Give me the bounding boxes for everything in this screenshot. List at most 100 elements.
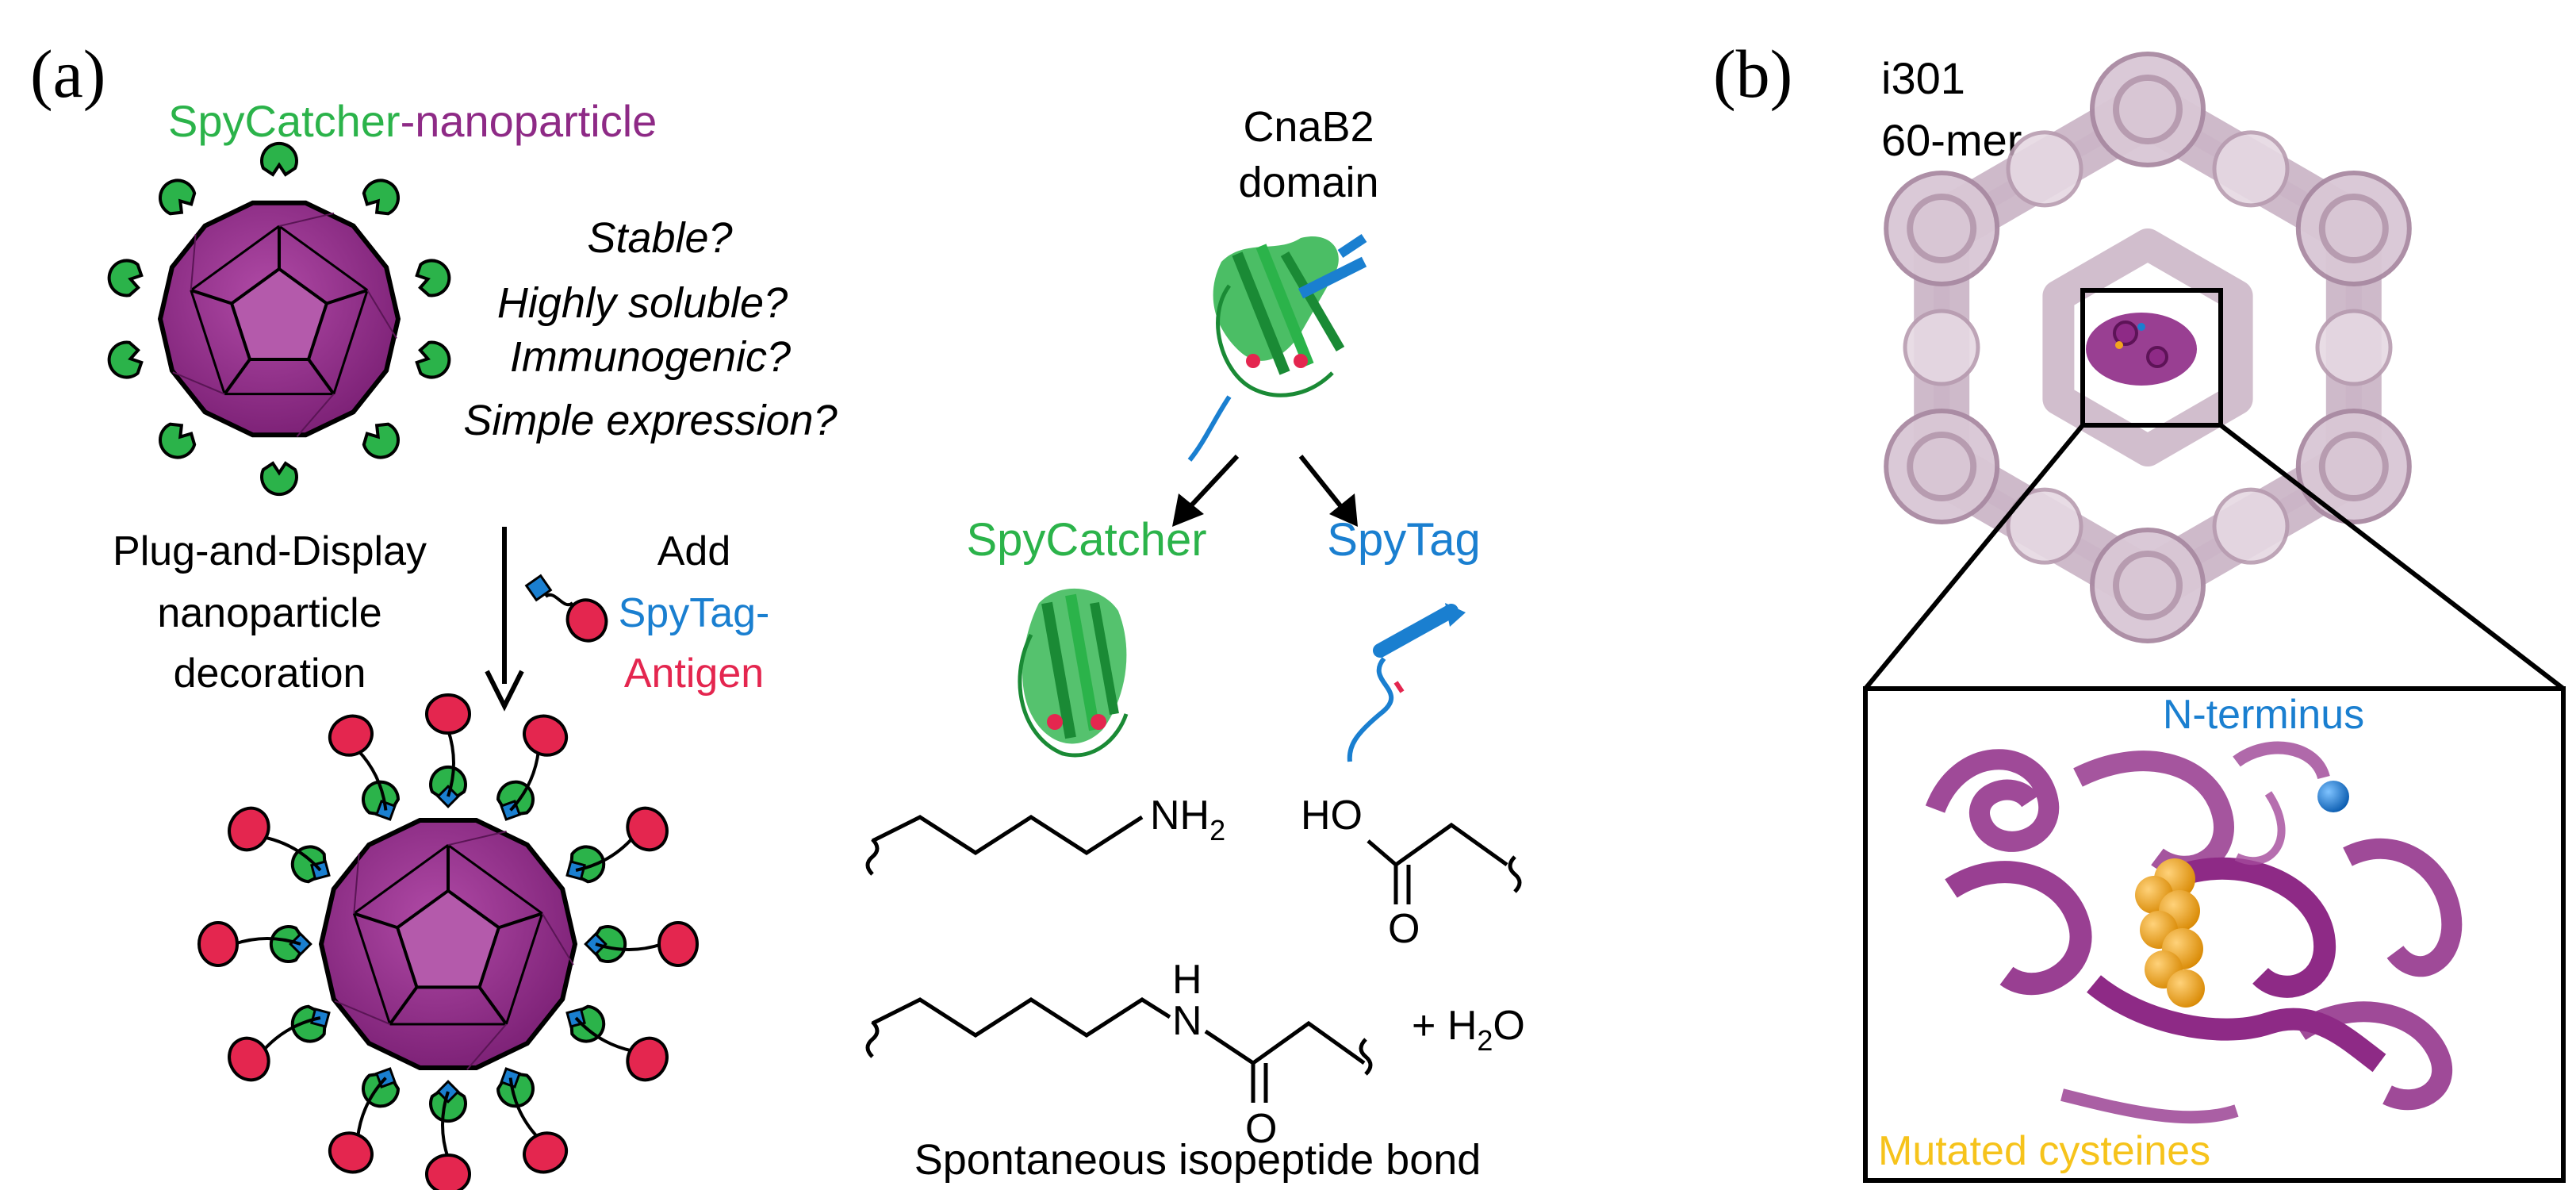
nanoparticle-title: SpyCatcher-nanoparticle — [168, 96, 657, 146]
spycatcher-site — [362, 422, 400, 459]
linker — [233, 937, 301, 946]
core-edge — [278, 225, 369, 292]
carbonyl-o-label: O — [1388, 906, 1420, 952]
panel-b-label: (b) — [1713, 36, 1792, 112]
spycatcher-site — [415, 259, 451, 298]
core-edge-fine — [466, 1023, 508, 1070]
core-edge — [447, 843, 543, 915]
question-expression: Simple expression? — [463, 397, 837, 444]
title-nanoparticle: -nanoparticle — [401, 96, 657, 146]
cage-vertex-ring — [2113, 75, 2183, 144]
core-edge — [332, 290, 369, 395]
spycatcher-cup — [290, 1004, 327, 1043]
cage-vertex-ring — [2113, 551, 2183, 620]
cnab2-line-2: domain — [1238, 159, 1378, 206]
cage-vertex-ring — [2318, 194, 2389, 263]
linker — [509, 750, 541, 812]
spycatcher-site — [415, 340, 451, 379]
cysteine-spheres — [2135, 858, 2205, 1008]
question-stable: Stable? — [587, 214, 732, 262]
spycatcher-cup — [260, 141, 298, 177]
core-edge — [477, 986, 508, 1026]
spycatcher-site — [429, 1088, 467, 1123]
spytag-ribbon — [1347, 603, 1466, 762]
spycatcher-cup — [429, 1088, 467, 1123]
spycatcher-cup — [415, 259, 451, 298]
n-terminus-label: N-terminus — [2163, 692, 2364, 738]
antigen — [626, 1036, 669, 1082]
spycatcher-cup — [592, 925, 627, 963]
spytag-antigen-glyph — [524, 574, 608, 643]
core-edge — [352, 912, 392, 1025]
title-spycatcher: SpyCatcher — [168, 96, 401, 146]
water-label: + H2O — [1412, 1003, 1525, 1057]
spycatcher-ribbon — [1018, 588, 1129, 758]
arrowhead-spytag — [1329, 493, 1358, 527]
cage-vertex-cluster — [2295, 409, 2412, 524]
i301-cage-structure — [1884, 52, 2412, 643]
core-edge — [190, 225, 280, 292]
spycatcher-label: SpyCatcher — [966, 514, 1206, 566]
cnab2-line-1: CnaB2 — [1243, 103, 1374, 151]
decoration-arrowhead — [485, 670, 524, 712]
core-edge — [326, 288, 368, 305]
core-edge — [307, 358, 335, 395]
question-immunogenic: Immunogenic? — [510, 333, 791, 381]
cage-vertex-cluster — [1884, 171, 2000, 286]
cage-vertex-ring — [2318, 432, 2389, 501]
cage-inner-ring — [2042, 228, 2253, 466]
linker — [355, 1077, 387, 1138]
core-edge-fine — [334, 1000, 391, 1025]
core-edge-fine — [278, 212, 335, 227]
antigen — [228, 1036, 270, 1082]
spycatcher-site — [159, 178, 197, 216]
spycatcher-cup — [362, 178, 400, 216]
spycatcher-site — [290, 1004, 327, 1043]
antigen — [657, 921, 699, 967]
antigen — [425, 693, 471, 735]
antigen — [328, 1131, 374, 1174]
spycatcher-cup — [107, 340, 144, 379]
spycatcher-site — [429, 765, 467, 800]
cage-vertex-ring — [1907, 194, 1977, 263]
product-n-label: N — [1172, 998, 1202, 1044]
linker — [447, 729, 455, 797]
particle-type: 60-mer — [1881, 115, 2022, 165]
cage-vertex-cluster — [2090, 52, 2206, 167]
antigen — [523, 714, 569, 757]
monomer-ribbon — [1925, 741, 2463, 1124]
spycatcher-cup — [290, 845, 327, 884]
antigen — [328, 714, 374, 757]
arrowhead-spycatcher — [1172, 493, 1204, 527]
spycatcher-cup — [362, 422, 400, 459]
mutated-cysteines-label: Mutated cysteines — [1878, 1128, 2210, 1174]
lysine-structure — [865, 815, 1144, 876]
highlighted-monomer — [2086, 313, 2197, 386]
process-line-2: nanoparticle — [157, 590, 381, 636]
spytag-dash-label: SpyTag- — [619, 590, 770, 636]
core-edge — [190, 290, 226, 395]
spycatcher-site — [269, 925, 305, 963]
core-edge-fine — [172, 371, 225, 395]
linker — [262, 835, 322, 872]
antigen — [523, 1131, 569, 1174]
core-edge-fine — [541, 912, 574, 965]
linker — [356, 748, 388, 811]
spycatcher-site — [260, 461, 298, 497]
cage-vertex-cluster — [1884, 409, 2000, 524]
linker — [595, 942, 663, 951]
cnab2-ribbon — [1187, 234, 1367, 462]
core-edge — [353, 843, 449, 915]
zoom-box — [2080, 288, 2223, 428]
core-edge — [498, 912, 543, 930]
core-edge — [223, 358, 251, 395]
add-label: Add — [657, 528, 731, 574]
cage-vertex-cluster — [2295, 171, 2412, 286]
spycatcher-cup — [569, 845, 606, 884]
core-edge-fine — [447, 830, 507, 846]
product-h-label: H — [1172, 957, 1202, 1003]
core-edge-fine — [296, 393, 335, 437]
zoom-line-left — [1863, 424, 2085, 690]
spycatcher-site — [569, 1004, 606, 1043]
